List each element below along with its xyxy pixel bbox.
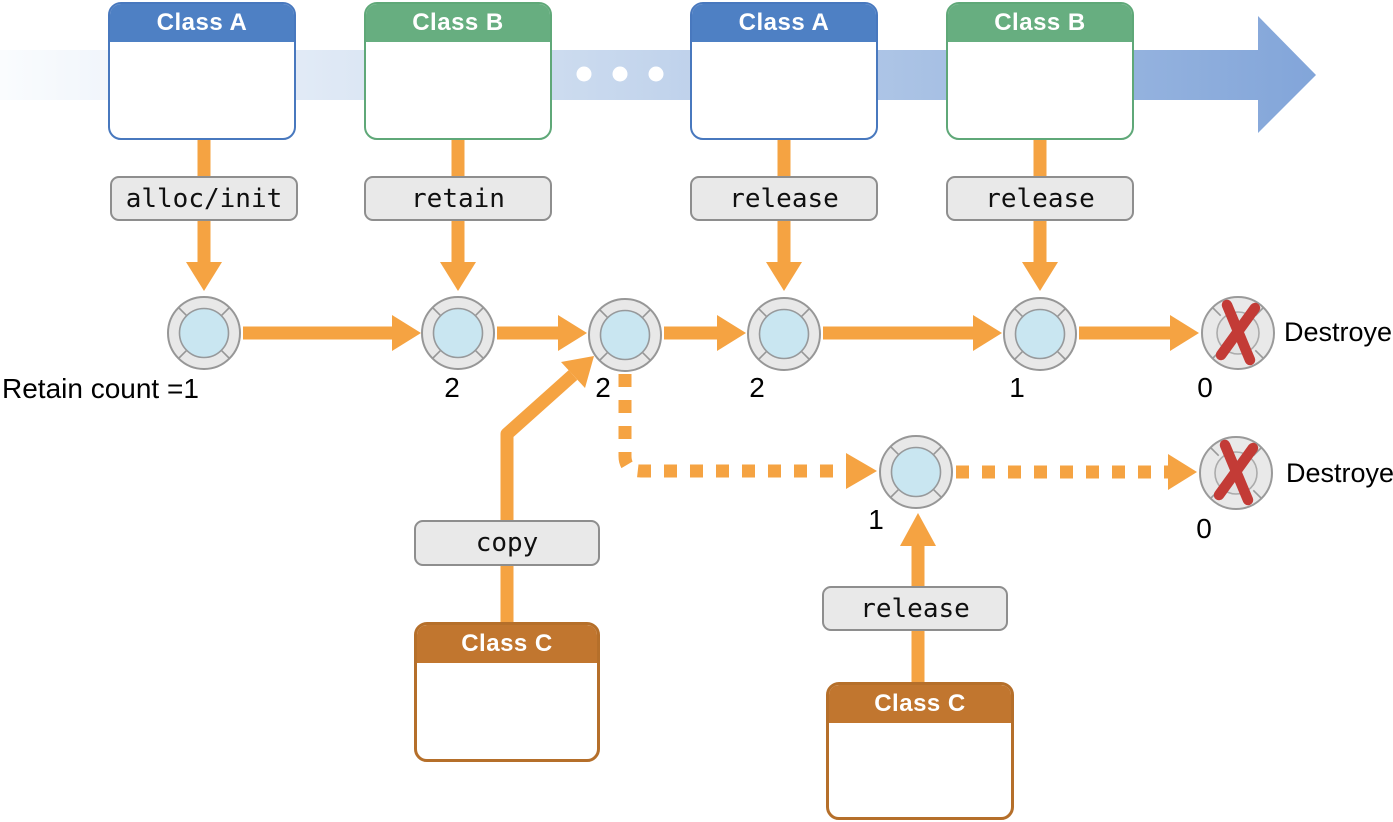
class-box-title: Class B (366, 4, 550, 45)
destroyed-x-icon (1215, 299, 1261, 366)
arrow-object-1-to-2 (243, 315, 421, 351)
class-box-b-2: Class B (946, 2, 1134, 140)
retain-count-object-2: 2 (444, 372, 460, 403)
retain-count-copy-destroyed: 0 (1196, 513, 1212, 544)
object-circle-copy (879, 435, 953, 509)
retain-count-destroyed: 0 (1197, 372, 1213, 403)
class-box-c-release: Class C (826, 682, 1014, 820)
retain-count-object-5: 1 (1009, 372, 1025, 403)
class-box-c-copy: Class C (414, 622, 600, 762)
arrow-object-2-to-3 (497, 315, 587, 351)
object-circle-5 (1003, 297, 1077, 371)
object-circle-4 (747, 297, 821, 371)
method-label-retain: retain (364, 176, 552, 221)
retain-count-object-4: 2 (749, 372, 765, 403)
destroyed-label-main: Destroyed (1284, 317, 1393, 347)
destroyed-circle-1 (1201, 296, 1275, 370)
class-box-title: Class C (417, 625, 597, 666)
method-label-release-2: release (946, 176, 1134, 221)
method-label-release-1: release (690, 176, 878, 221)
destroyed-x-icon (1213, 439, 1259, 506)
method-label-copy: copy (414, 520, 600, 566)
dashed-arrow-copy-to-destroyed (956, 454, 1197, 490)
ellipsis-dot-icon (648, 66, 664, 82)
object-circle-3 (588, 298, 662, 372)
object-circle-2 (421, 296, 495, 370)
ellipsis-dot-icon (576, 66, 592, 82)
class-box-title: Class A (110, 4, 294, 45)
class-box-title: Class C (829, 685, 1011, 726)
arrow-object-3-to-4 (664, 315, 746, 351)
retain-count-copy-object: 1 (868, 504, 884, 535)
timeline-arrowhead-icon (1258, 16, 1316, 133)
method-label-release-copy: release (822, 586, 1008, 631)
retain-count-start: Retain count =1 (2, 373, 199, 404)
arrow-object-4-to-5 (823, 315, 1002, 351)
class-box-title: Class A (692, 4, 876, 45)
retain-count-object-3: 2 (595, 372, 611, 403)
destroyed-circle-2 (1199, 436, 1273, 510)
destroyed-label-copy: Destroyed (1286, 458, 1393, 488)
class-box-title: Class B (948, 4, 1132, 45)
dashed-arrow-copy-branch (618, 374, 877, 489)
class-box-a-2: Class A (690, 2, 878, 140)
arrow-copy-up (500, 356, 594, 622)
class-box-a-1: Class A (108, 2, 296, 140)
method-label-alloc-init: alloc/init (110, 176, 298, 221)
arrow-object-5-to-destroyed (1079, 315, 1199, 351)
ellipsis-dot-icon (612, 66, 628, 82)
object-circle-1 (167, 296, 241, 370)
class-box-b-1: Class B (364, 2, 552, 140)
